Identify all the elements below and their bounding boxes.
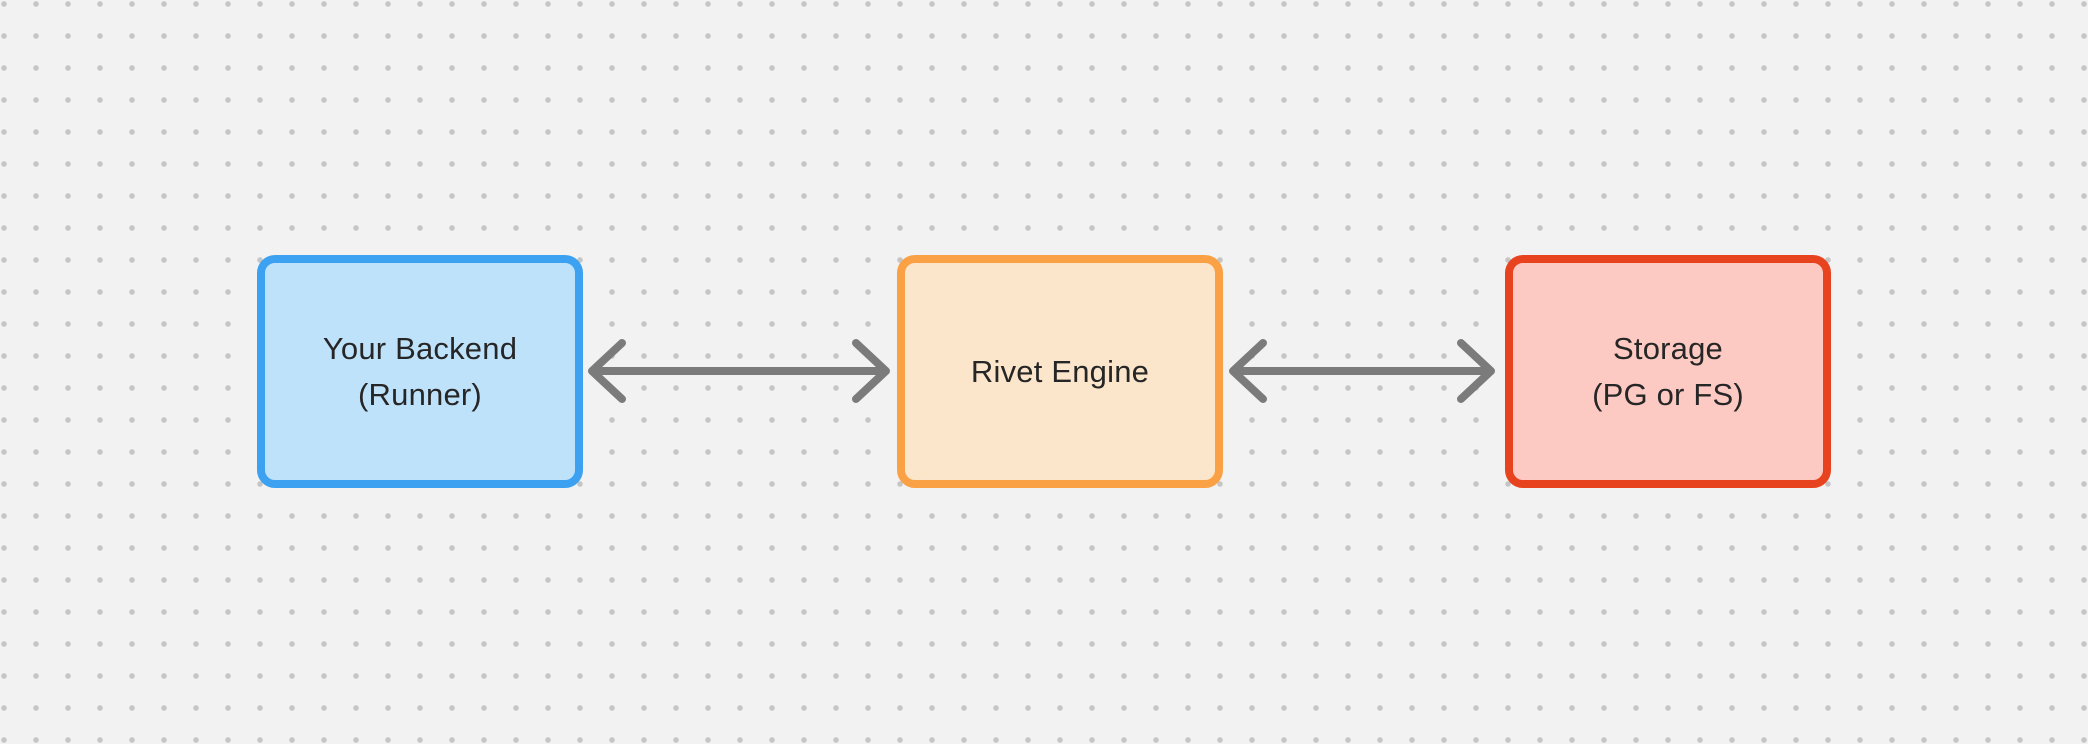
node-label-line2: (Runner) bbox=[358, 376, 482, 412]
node-rivet-engine: Rivet Engine bbox=[897, 255, 1223, 488]
bidirectional-arrow-icon bbox=[1227, 331, 1497, 411]
node-label-line2: (PG or FS) bbox=[1592, 376, 1744, 412]
node-label-line1: Storage bbox=[1613, 330, 1723, 366]
node-label-line1: Rivet Engine bbox=[970, 353, 1150, 389]
node-storage: Storage (PG or FS) bbox=[1505, 255, 1831, 488]
node-label-line1: Your Backend bbox=[322, 330, 518, 366]
bidirectional-arrow-icon bbox=[586, 331, 892, 411]
node-your-backend: Your Backend (Runner) bbox=[257, 255, 583, 488]
